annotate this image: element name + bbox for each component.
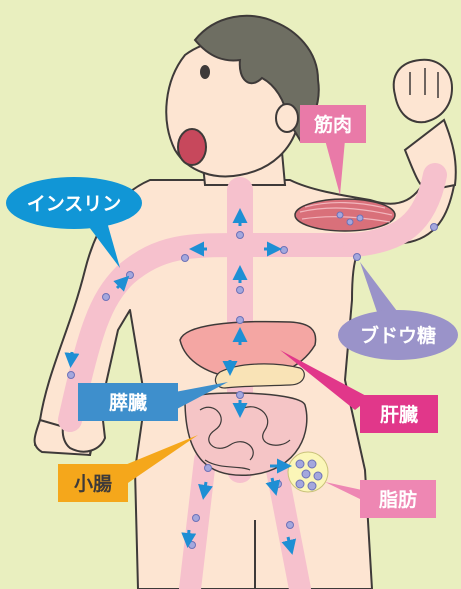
glucose-dot-icon: [189, 542, 196, 549]
glucose-dot-icon: [302, 470, 310, 478]
glucose-dot-icon: [68, 372, 75, 379]
glucose-dot-icon: [354, 254, 361, 261]
glucose-dot-icon: [314, 472, 322, 480]
glucose-dot-icon: [308, 482, 316, 490]
mouth: [178, 129, 206, 165]
glucose-dot-icon: [337, 212, 343, 218]
ear: [276, 104, 298, 132]
glucose-dot-icon: [296, 480, 304, 488]
insulin-label-text: インスリン: [27, 193, 122, 215]
glucose-dot-icon: [281, 247, 288, 254]
blue-arrow-icon: [204, 482, 206, 494]
glucose-dot-icon: [357, 215, 363, 221]
fist: [394, 60, 452, 122]
glucose-dot-icon: [237, 392, 244, 399]
eye: [200, 65, 210, 79]
glucose-dot-icon: [347, 219, 353, 225]
glucose-dot-icon: [287, 522, 294, 529]
muscle-organ: [295, 199, 395, 231]
glucose-dot-icon: [308, 460, 316, 468]
muscle-label: 筋肉: [300, 105, 366, 195]
glucose-dot-icon: [127, 272, 134, 279]
glucose-dot-icon: [237, 287, 244, 294]
glucose-label-text: ブドウ糖: [360, 324, 436, 347]
small-intestine-label-text: 小腸: [74, 473, 112, 495]
vessel-left-leg: [190, 460, 205, 589]
glucose-dot-icon: [182, 255, 189, 262]
pancreas-label-text: 膵臓: [109, 391, 147, 414]
glucose-label: ブドウ糖: [338, 262, 458, 360]
glucose-dot-icon: [205, 465, 212, 472]
blue-arrow-icon: [188, 530, 189, 542]
glucose-dot-icon: [103, 294, 110, 301]
glucose-dot-icon: [296, 460, 304, 468]
glucose-dot-icon: [237, 232, 244, 239]
glucose-dot-icon: [237, 317, 244, 324]
glucose-dot-icon: [431, 224, 438, 231]
glucose-dot-icon: [193, 515, 200, 522]
muscle-label-text: 筋肉: [314, 113, 352, 136]
fat-label-text: 脂肪: [379, 488, 417, 511]
liver-label-text: 肝臓: [380, 404, 418, 426]
blue-arrow-icon: [71, 352, 72, 362]
